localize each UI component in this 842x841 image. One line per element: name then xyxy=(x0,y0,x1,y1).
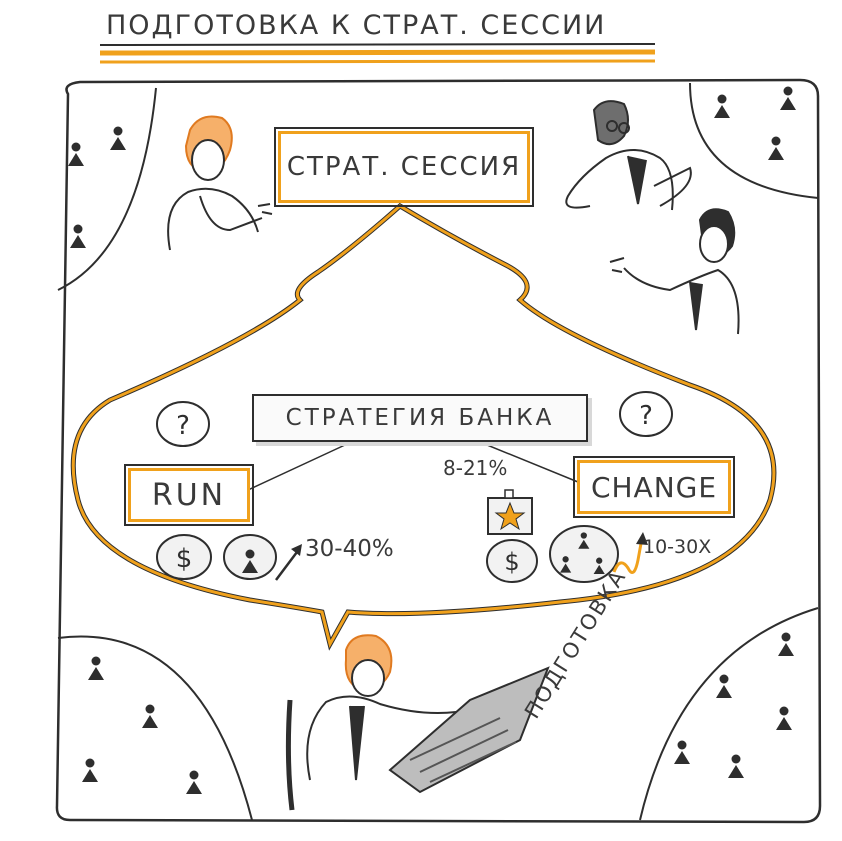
svg-text:?: ? xyxy=(176,411,190,441)
man-at-keyboard-illustration xyxy=(285,634,550,811)
strat-session-box: СТРАТ. СЕССИЯ xyxy=(274,127,534,207)
title-underline xyxy=(99,43,656,64)
page-title: ПОДГОТОВКА К СТРАТ. СЕССИИ xyxy=(106,10,607,41)
people-group-top-right xyxy=(714,86,796,160)
question-circle-right: ? xyxy=(619,391,673,437)
run-label: RUN xyxy=(151,477,227,513)
group-area-bottom-left xyxy=(57,635,253,821)
change-dollar-icon: $ xyxy=(486,539,538,583)
connector-change xyxy=(469,437,579,483)
group-area-top-left xyxy=(57,87,157,291)
run-person-icon xyxy=(223,534,277,580)
group-area-top-right xyxy=(689,82,819,199)
change-label: CHANGE xyxy=(590,470,718,504)
change-box: CHANGE xyxy=(573,456,735,518)
group-area-bottom-right xyxy=(639,607,819,821)
svg-text:$: $ xyxy=(176,544,193,574)
change-growth-label: 10-30X xyxy=(643,536,712,558)
woman-presenter-illustration xyxy=(167,115,273,251)
svg-text:?: ? xyxy=(639,401,653,431)
people-group-bottom-right xyxy=(674,632,794,778)
bank-strategy-label: СТРАТЕГИЯ БАНКА xyxy=(285,405,555,431)
run-growth-arrow-icon xyxy=(275,544,302,581)
man-with-glasses-illustration xyxy=(565,100,692,211)
bank-strategy-box: СТРАТЕГИЯ БАНКА xyxy=(252,394,588,442)
strat-session-label: СТРАТ. СЕССИЯ xyxy=(286,152,522,182)
question-circle-left: ? xyxy=(156,401,210,447)
outer-frame xyxy=(55,78,822,824)
star-badge-icon xyxy=(487,489,533,535)
people-group-bottom-left xyxy=(82,656,202,794)
run-box: RUN xyxy=(124,464,254,526)
change-growth-arrow-icon xyxy=(612,532,648,574)
run-dollar-icon: $ xyxy=(156,534,212,580)
man-with-tie-illustration xyxy=(609,208,740,335)
change-share-label: 8-21% xyxy=(443,456,508,480)
connector-run xyxy=(247,437,361,491)
change-people-icon xyxy=(549,525,619,583)
run-growth-label: 30-40% xyxy=(305,536,394,562)
svg-text:$: $ xyxy=(504,548,519,576)
